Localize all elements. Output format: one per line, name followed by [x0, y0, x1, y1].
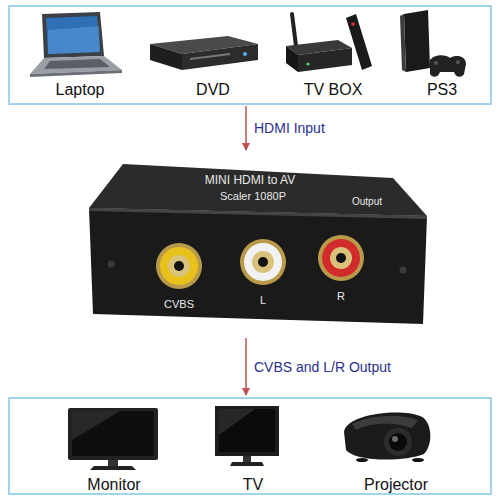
ps3-icon-part	[404, 10, 430, 72]
converter-housing-part	[244, 243, 282, 281]
laptop-icon-part	[30, 70, 122, 77]
laptop-icon	[30, 12, 122, 77]
laptop-icon-part	[46, 16, 100, 54]
device-name: Laptop	[56, 81, 105, 99]
tv-icon-part	[215, 406, 279, 456]
tv-icon	[215, 406, 279, 466]
dvd-player-icon-part	[190, 53, 230, 60]
monitor-icon-part	[68, 408, 158, 460]
ps3-icon	[400, 10, 466, 77]
device-name: TV BOX	[304, 81, 363, 99]
projector-icon-part	[356, 458, 368, 462]
converter-housing-part	[258, 257, 268, 267]
monitor-icon-part	[72, 411, 154, 456]
device-label: R	[337, 290, 345, 303]
dvd-player-icon-part	[243, 52, 247, 56]
display-panel: Monitor TV Projector	[8, 397, 492, 495]
projector-icon-part	[344, 413, 430, 460]
tv-box-icon-part	[351, 22, 355, 26]
tv-box-icon	[286, 14, 372, 72]
monitor-icon-part	[108, 460, 118, 466]
converter-housing-part	[240, 239, 286, 285]
monitor-icon-part	[72, 411, 120, 440]
ps3-icon-part	[400, 14, 406, 72]
tv-box-icon-part	[306, 62, 309, 65]
projector-icon-part	[384, 428, 412, 456]
device-name: DVD	[196, 81, 230, 99]
monitor-icon-part	[90, 466, 136, 470]
converter-housing-part	[174, 261, 184, 271]
device-label: CVBS	[164, 298, 194, 311]
converter-housing-part	[336, 253, 346, 263]
device-name: Monitor	[87, 476, 140, 494]
converter-housing-part	[318, 235, 364, 281]
dvd-player-icon	[150, 36, 258, 70]
laptop-icon-part	[42, 12, 104, 58]
source-panel: Laptop DVD TV BOX PS3	[8, 5, 492, 105]
converter-housing-part	[108, 261, 115, 268]
projector-icon-part	[412, 458, 424, 462]
dvd-player-icon-part	[182, 44, 258, 70]
laptop-icon-part	[44, 59, 110, 69]
device-label: L	[260, 294, 266, 307]
device-name: PS3	[427, 81, 457, 99]
converter-housing-part	[89, 164, 427, 216]
signal-arrow	[245, 338, 247, 395]
converter-box: MINI HDMI to AV Scaler 1080P OutputCVBS L R	[75, 152, 435, 337]
device-label: MINI HDMI to AV	[205, 174, 295, 188]
converter-housing-part	[168, 255, 190, 277]
tv-box-icon-part	[286, 46, 298, 72]
device-name: Projector	[364, 476, 428, 494]
ps3-icon-part	[456, 60, 460, 64]
ps3-icon-part	[434, 61, 438, 65]
ps3-icon-part	[430, 55, 466, 77]
edge-label: HDMI Input	[252, 120, 327, 137]
device-label: Scaler 1080P	[220, 190, 286, 203]
projector-icon-part	[389, 433, 407, 451]
converter-housing-part	[330, 247, 352, 269]
edge-label: CVBS and L/R Output	[252, 359, 393, 376]
tv-icon-part	[230, 462, 264, 466]
tv-icon-part	[219, 409, 255, 435]
converter-housing-part	[160, 247, 198, 285]
dvd-player-icon-part	[150, 44, 182, 70]
converter-housing-part	[322, 239, 360, 277]
converter-housing-part	[89, 208, 427, 219]
device-label: Output	[352, 196, 382, 208]
converter-housing-part	[252, 251, 274, 273]
converter-housing-part	[89, 208, 427, 324]
laptop-icon-part	[48, 26, 100, 54]
projector-icon-part	[352, 416, 418, 430]
tv-box-icon-part	[346, 14, 372, 70]
projector-icon	[344, 413, 430, 462]
signal-arrow	[245, 106, 247, 150]
projector-icon-part	[392, 436, 398, 442]
device-name: TV	[243, 476, 263, 494]
monitor-icon	[68, 408, 158, 470]
tv-box-icon-part	[298, 48, 352, 72]
converter-housing-part	[156, 243, 202, 289]
tv-icon-part	[219, 409, 275, 452]
converter-housing-part	[400, 267, 407, 274]
tv-icon-part	[243, 456, 251, 462]
tv-box-icon-part	[292, 14, 296, 46]
